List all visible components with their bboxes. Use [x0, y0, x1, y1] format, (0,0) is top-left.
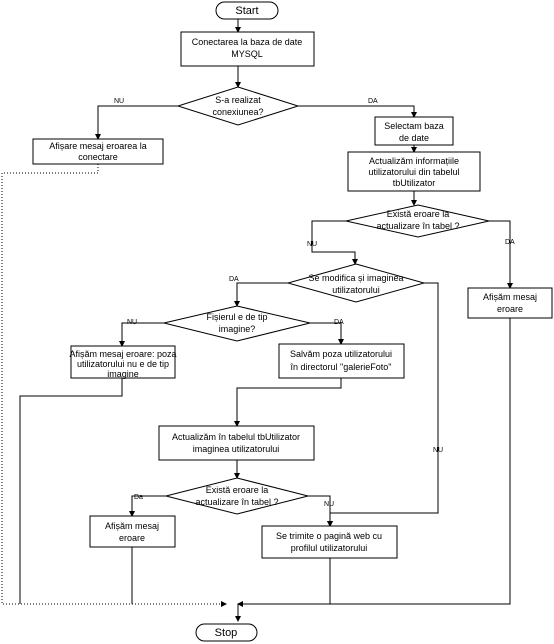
process-error-not-image: Afișăm mesaj eroare: poza utilizatorului…: [69, 345, 177, 379]
edge-err1-stop: [237, 318, 511, 607]
svg-text:Fișierul e de tip: Fișierul e de tip: [206, 312, 267, 322]
label-da-upderr: DA: [505, 239, 515, 246]
edge-img-da: [234, 282, 288, 307]
svg-text:eroare: eroare: [119, 533, 145, 543]
edge-img-nu: [327, 282, 439, 527]
svg-text:imaginea utilizatorului: imaginea utilizatorului: [193, 444, 280, 454]
svg-text:MYSQL: MYSQL: [231, 49, 263, 59]
svg-text:în directorul "galerieFoto": în directorul "galerieFoto": [290, 362, 392, 372]
label-da-file: DA: [334, 319, 344, 326]
label-nu-image: NU: [433, 447, 443, 454]
process-update-image: Actualizăm în tabelul tbUtilizator imagi…: [158, 425, 315, 461]
decision-update-error-2: Există eroare la actualizare în tabel ?: [165, 477, 309, 515]
svg-text:conexiunea?: conexiunea?: [212, 107, 263, 117]
svg-text:Actualizăm în tabelul tbUtiliz: Actualizăm în tabelul tbUtilizator: [172, 432, 300, 442]
process-show-error-2: Afișăm mesaj eroare: [89, 515, 176, 548]
label-nu-upderr: NU: [307, 241, 317, 248]
process-save-photo: Salvăm poza utilizatorului în directorul…: [278, 343, 405, 379]
edge-q-da: [298, 105, 417, 118]
stop-terminal: Stop: [195, 623, 258, 642]
edges: [1, 19, 513, 622]
edge-q-nu: [95, 105, 178, 140]
edge-upderr-da: [489, 220, 513, 289]
svg-text:Afișăm mesaj: Afișăm mesaj: [483, 292, 537, 302]
process-connect: Conectarea la baza de date MYSQL: [180, 31, 315, 67]
process-select-db: Selectam baza de date: [374, 116, 454, 146]
start-terminal: Start: [215, 1, 279, 20]
svg-text:Există eroare la: Există eroare la: [206, 485, 269, 495]
svg-text:imagine: imagine: [107, 369, 139, 379]
stop-label: Stop: [215, 627, 238, 639]
label-nu-upderr2: NU: [324, 501, 334, 508]
svg-text:actualizare în tabel ?: actualizare în tabel ?: [376, 221, 459, 231]
svg-text:utilizatorului: utilizatorului: [332, 285, 380, 295]
svg-text:profilul utilizatorului: profilul utilizatorului: [291, 543, 368, 553]
process-send-profile: Se trimite o pagină web cu profilul util…: [261, 525, 398, 559]
edge-q2-da: [129, 495, 166, 517]
edge-errconnect-stop: [1, 164, 227, 607]
decision-connected: S-a realizat conexiunea?: [176, 86, 300, 126]
edge-save-update: [234, 378, 342, 427]
svg-text:Există eroare la: Există eroare la: [387, 209, 450, 219]
decision-image-modified: Se modifica și imaginea utilizatorului: [286, 263, 426, 303]
svg-text:utilizatorului nu e de tip: utilizatorului nu e de tip: [77, 359, 169, 369]
svg-text:eroare: eroare: [497, 304, 523, 314]
edge-q2-nu: [308, 495, 333, 527]
svg-text:conectare: conectare: [78, 152, 118, 162]
label-da-image: DA: [229, 276, 239, 283]
svg-text:actualizare în tabel ?: actualizare în tabel ?: [195, 497, 278, 507]
svg-text:Conectarea la baza de date: Conectarea la baza de date: [192, 37, 303, 47]
svg-text:tbUtilizator: tbUtilizator: [393, 178, 436, 188]
svg-text:Se trimite o pagină web cu: Se trimite o pagină web cu: [276, 531, 382, 541]
process-show-error-1: Afișăm mesaj eroare: [467, 287, 553, 319]
svg-text:utilizatorului din tabelul: utilizatorului din tabelul: [368, 167, 459, 177]
edge-upderr-nu: [311, 220, 358, 265]
svg-text:Actualizăm informațiile: Actualizăm informațiile: [369, 156, 459, 166]
label-nu-connect: NU: [114, 98, 124, 105]
label-da-connect: DA: [368, 98, 378, 105]
start-label: Start: [235, 5, 258, 17]
svg-text:Afișare mesaj eroarea la: Afișare mesaj eroarea la: [49, 141, 147, 151]
svg-text:Afișăm mesaj eroare: poza: Afișăm mesaj eroare: poza: [69, 349, 176, 359]
label-da-upderr2: Da: [134, 494, 143, 501]
edge-file-da: [310, 322, 344, 345]
svg-text:Salvăm poza utilizatorului: Salvăm poza utilizatorului: [290, 349, 392, 359]
svg-text:de date: de date: [399, 133, 429, 143]
svg-text:Afișăm mesaj: Afișăm mesaj: [105, 521, 159, 531]
process-update-info: Actualizăm informațiile utilizatorului d…: [347, 151, 481, 192]
edge-labels: NU DA NU DA DA NU DA NU Da NU: [114, 98, 515, 508]
label-nu-file: NU: [127, 319, 137, 326]
svg-text:Selectam baza: Selectam baza: [384, 121, 444, 131]
edge-errimage-stop: [19, 378, 123, 604]
svg-text:Se modifica și imaginea: Se modifica și imaginea: [308, 273, 403, 283]
svg-text:imagine?: imagine?: [219, 324, 256, 334]
process-error-connect: Afișare mesaj eroarea la conectare: [32, 138, 164, 165]
decision-file-image: Fișierul e de tip imagine?: [163, 305, 311, 342]
decision-update-error: Există eroare la actualizare în tabel ?: [345, 204, 490, 238]
edge-file-nu: [119, 322, 164, 347]
svg-text:S-a realizat: S-a realizat: [215, 95, 261, 105]
